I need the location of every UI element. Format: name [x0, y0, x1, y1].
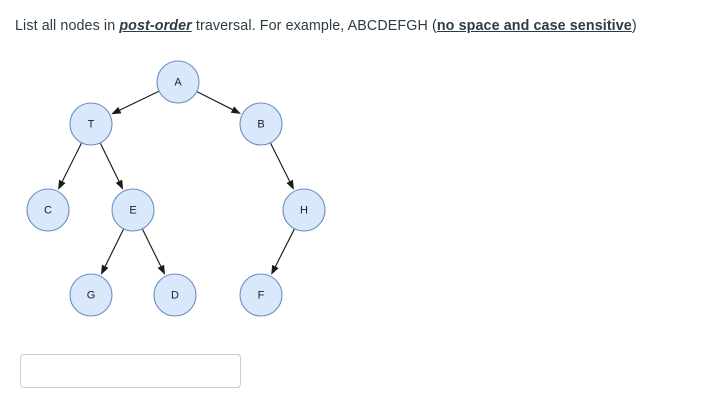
- tree-node-label-a: A: [174, 77, 182, 89]
- tree-edge-A-B: [196, 91, 233, 111]
- prompt-middle: traversal. For example, ABCDEFGH (: [191, 18, 437, 34]
- tree-node-circle-g: [69, 273, 113, 317]
- tree-node-a: A: [156, 60, 200, 104]
- tree-node-group: A T B C E H G D F: [26, 60, 326, 317]
- tree-node-label-t: T: [88, 119, 95, 131]
- tree-node-circle-e: [111, 188, 155, 232]
- tree-node-t: T: [69, 102, 113, 146]
- tree-arrowhead-B-H: [286, 179, 294, 190]
- tree-node-label-f: F: [258, 290, 265, 302]
- tree-arrowhead-A-T: [111, 106, 122, 115]
- tree-edge-group: [58, 90, 295, 275]
- tree-edge-T-C: [61, 142, 82, 182]
- tree-arrowhead-T-C: [58, 179, 66, 190]
- tree-node-h: H: [282, 188, 326, 232]
- tree-arrowhead-H-F: [271, 264, 279, 275]
- tree-edge-E-D: [142, 229, 162, 267]
- binary-tree-diagram: A T B C E H G D F: [0, 48, 360, 338]
- tree-edge-A-T: [119, 90, 159, 111]
- tree-node-circle-b: [239, 102, 283, 146]
- tree-node-circle-c: [26, 188, 70, 232]
- tree-node-label-h: H: [300, 205, 308, 217]
- tree-node-e: E: [111, 188, 155, 232]
- tree-arrowhead-T-E: [115, 179, 124, 190]
- tree-node-b: B: [239, 102, 283, 146]
- tree-node-label-g: G: [87, 290, 96, 302]
- tree-node-label-c: C: [44, 205, 52, 217]
- tree-node-label-b: B: [257, 119, 264, 131]
- tree-arrowhead-E-D: [157, 264, 166, 275]
- tree-node-circle-f: [239, 273, 283, 317]
- tree-edge-T-E: [99, 143, 120, 182]
- tree-node-c: C: [26, 188, 70, 232]
- question-prompt: List all nodes in post-order traversal. …: [15, 17, 695, 35]
- tree-node-circle-h: [282, 188, 326, 232]
- tree-node-d: D: [153, 273, 197, 317]
- answer-input[interactable]: [20, 354, 241, 388]
- prompt-emphasis-post-order: post-order: [119, 18, 192, 34]
- tree-svg-canvas: A T B C E H G D F: [26, 60, 326, 317]
- tree-arrowhead-A-B: [230, 106, 241, 114]
- tree-node-f: F: [239, 273, 283, 317]
- tree-node-g: G: [69, 273, 113, 317]
- tree-edge-B-H: [270, 142, 291, 182]
- tree-node-label-d: D: [171, 290, 179, 302]
- tree-node-circle-t: [69, 102, 113, 146]
- prompt-prefix: List all nodes in: [15, 18, 120, 34]
- tree-edge-H-F: [274, 228, 295, 267]
- tree-edge-E-G: [104, 229, 124, 267]
- tree-node-circle-d: [153, 273, 197, 317]
- tree-arrowhead-E-G: [100, 264, 109, 275]
- tree-node-label-e: E: [129, 205, 136, 217]
- prompt-note: no space and case sensitive: [436, 18, 632, 34]
- tree-node-circle-a: [156, 60, 200, 104]
- prompt-suffix: ): [631, 18, 637, 34]
